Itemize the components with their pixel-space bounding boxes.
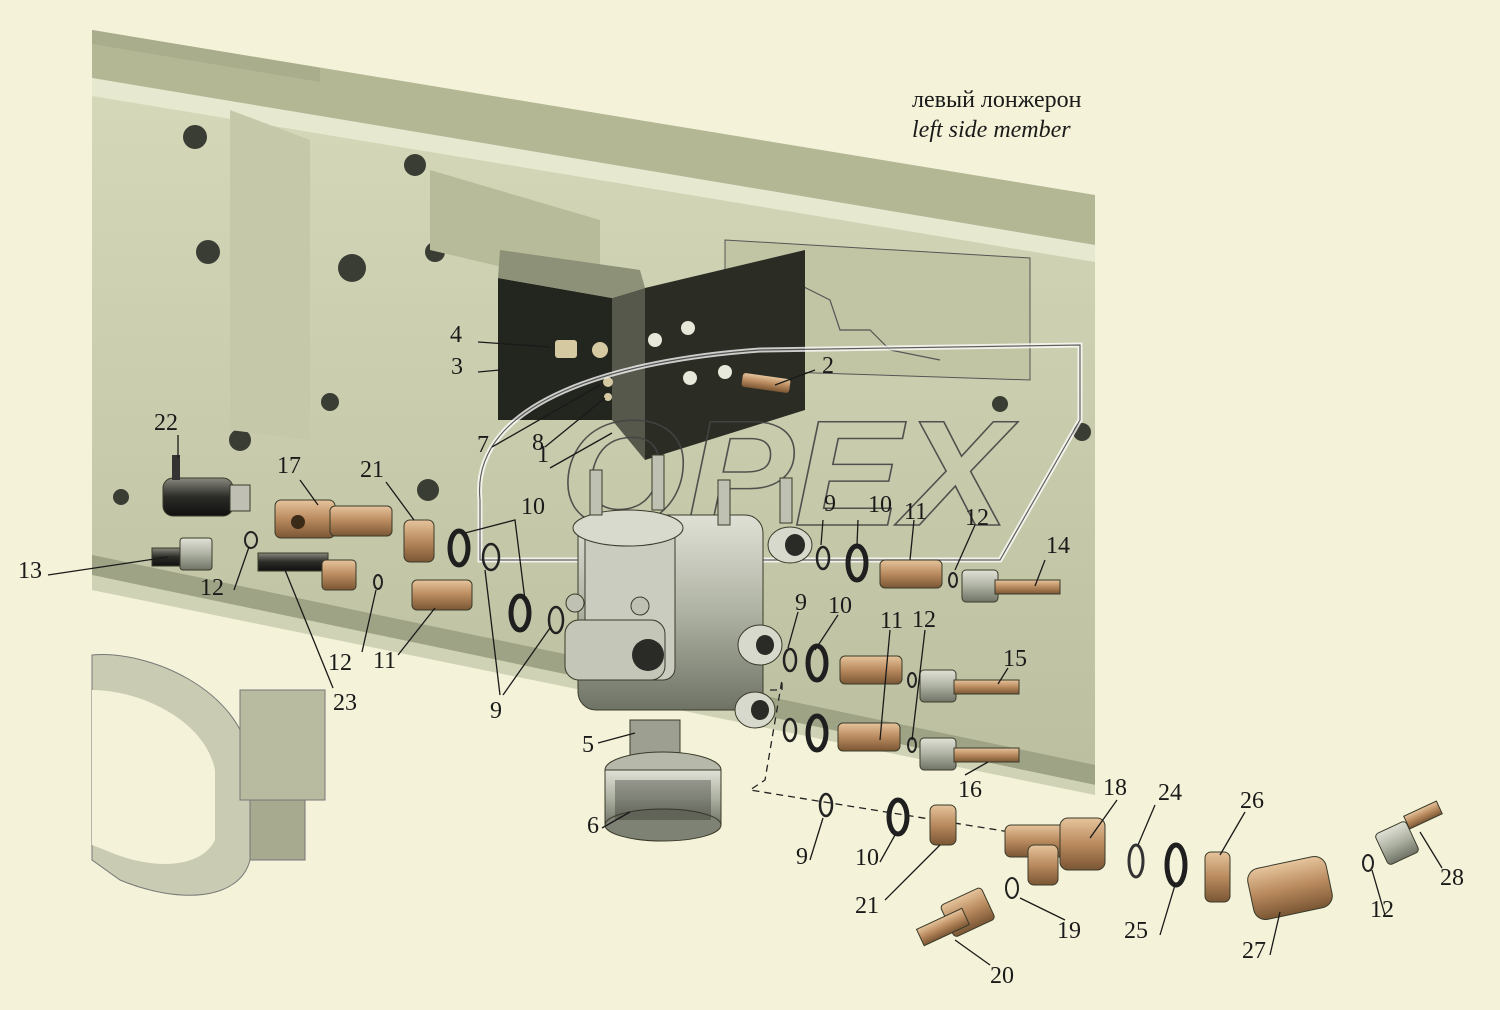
caption-en: left side member [912,117,1071,143]
callout-label: 11 [880,608,903,634]
leader-lines [47,341,1443,966]
callout-label: 3 [451,354,463,380]
callout-label: 2 [822,353,834,379]
callout-label: 23 [333,690,357,716]
callout-label: 10 [855,845,879,871]
callout-label: 17 [277,453,301,479]
valve-assembly [564,454,813,761]
callout-label: 12 [912,607,936,633]
callout-label: 27 [1242,938,1266,964]
callout-label: 9 [824,491,836,517]
callout-label: 28 [1440,865,1464,891]
callout-label: 12 [200,575,224,601]
callout-label: 8 [532,430,544,456]
callout-label: 21 [855,893,879,919]
callout-label: 6 [587,813,599,839]
callout-label: 15 [1003,646,1027,672]
callout-labels: 1 2 3 4 5 6 7 8 9 9 9 9 10 10 10 10 11 1… [18,322,1464,989]
callout-label: 21 [360,457,384,483]
right-fittings [782,543,1061,771]
callout-label: 14 [1046,533,1070,559]
callout-label: 24 [1158,780,1182,806]
callout-label: 11 [904,499,927,525]
callout-label: 10 [521,494,545,520]
callout-label: 7 [477,432,489,458]
valve-cap [604,751,722,842]
callout-label: 9 [795,590,807,616]
callout-label: 9 [796,844,808,870]
callout-label: 1 [537,442,549,468]
callout-label: 19 [1057,918,1081,944]
callout-label: 20 [990,963,1014,989]
callout-label: 12 [965,505,989,531]
callout-label: 10 [868,492,892,518]
callout-label: 16 [958,777,982,803]
left-fittings [151,455,565,635]
frame-clamp [91,654,326,896]
callout-label: 12 [328,650,352,676]
caption-ru: левый лонжерон [912,87,1082,113]
callout-label: 12 [1370,897,1394,923]
callout-label: 13 [18,558,42,584]
lower-fittings [748,679,1443,947]
callout-label: 22 [154,410,178,436]
callout-label: 26 [1240,788,1264,814]
callout-label: 10 [828,593,852,619]
callout-label: 11 [373,648,396,674]
callout-label: 5 [582,732,594,758]
callout-label: 25 [1124,918,1148,944]
callout-label: 4 [450,322,462,348]
callout-label: 18 [1103,775,1127,801]
callout-label: 9 [490,698,502,724]
